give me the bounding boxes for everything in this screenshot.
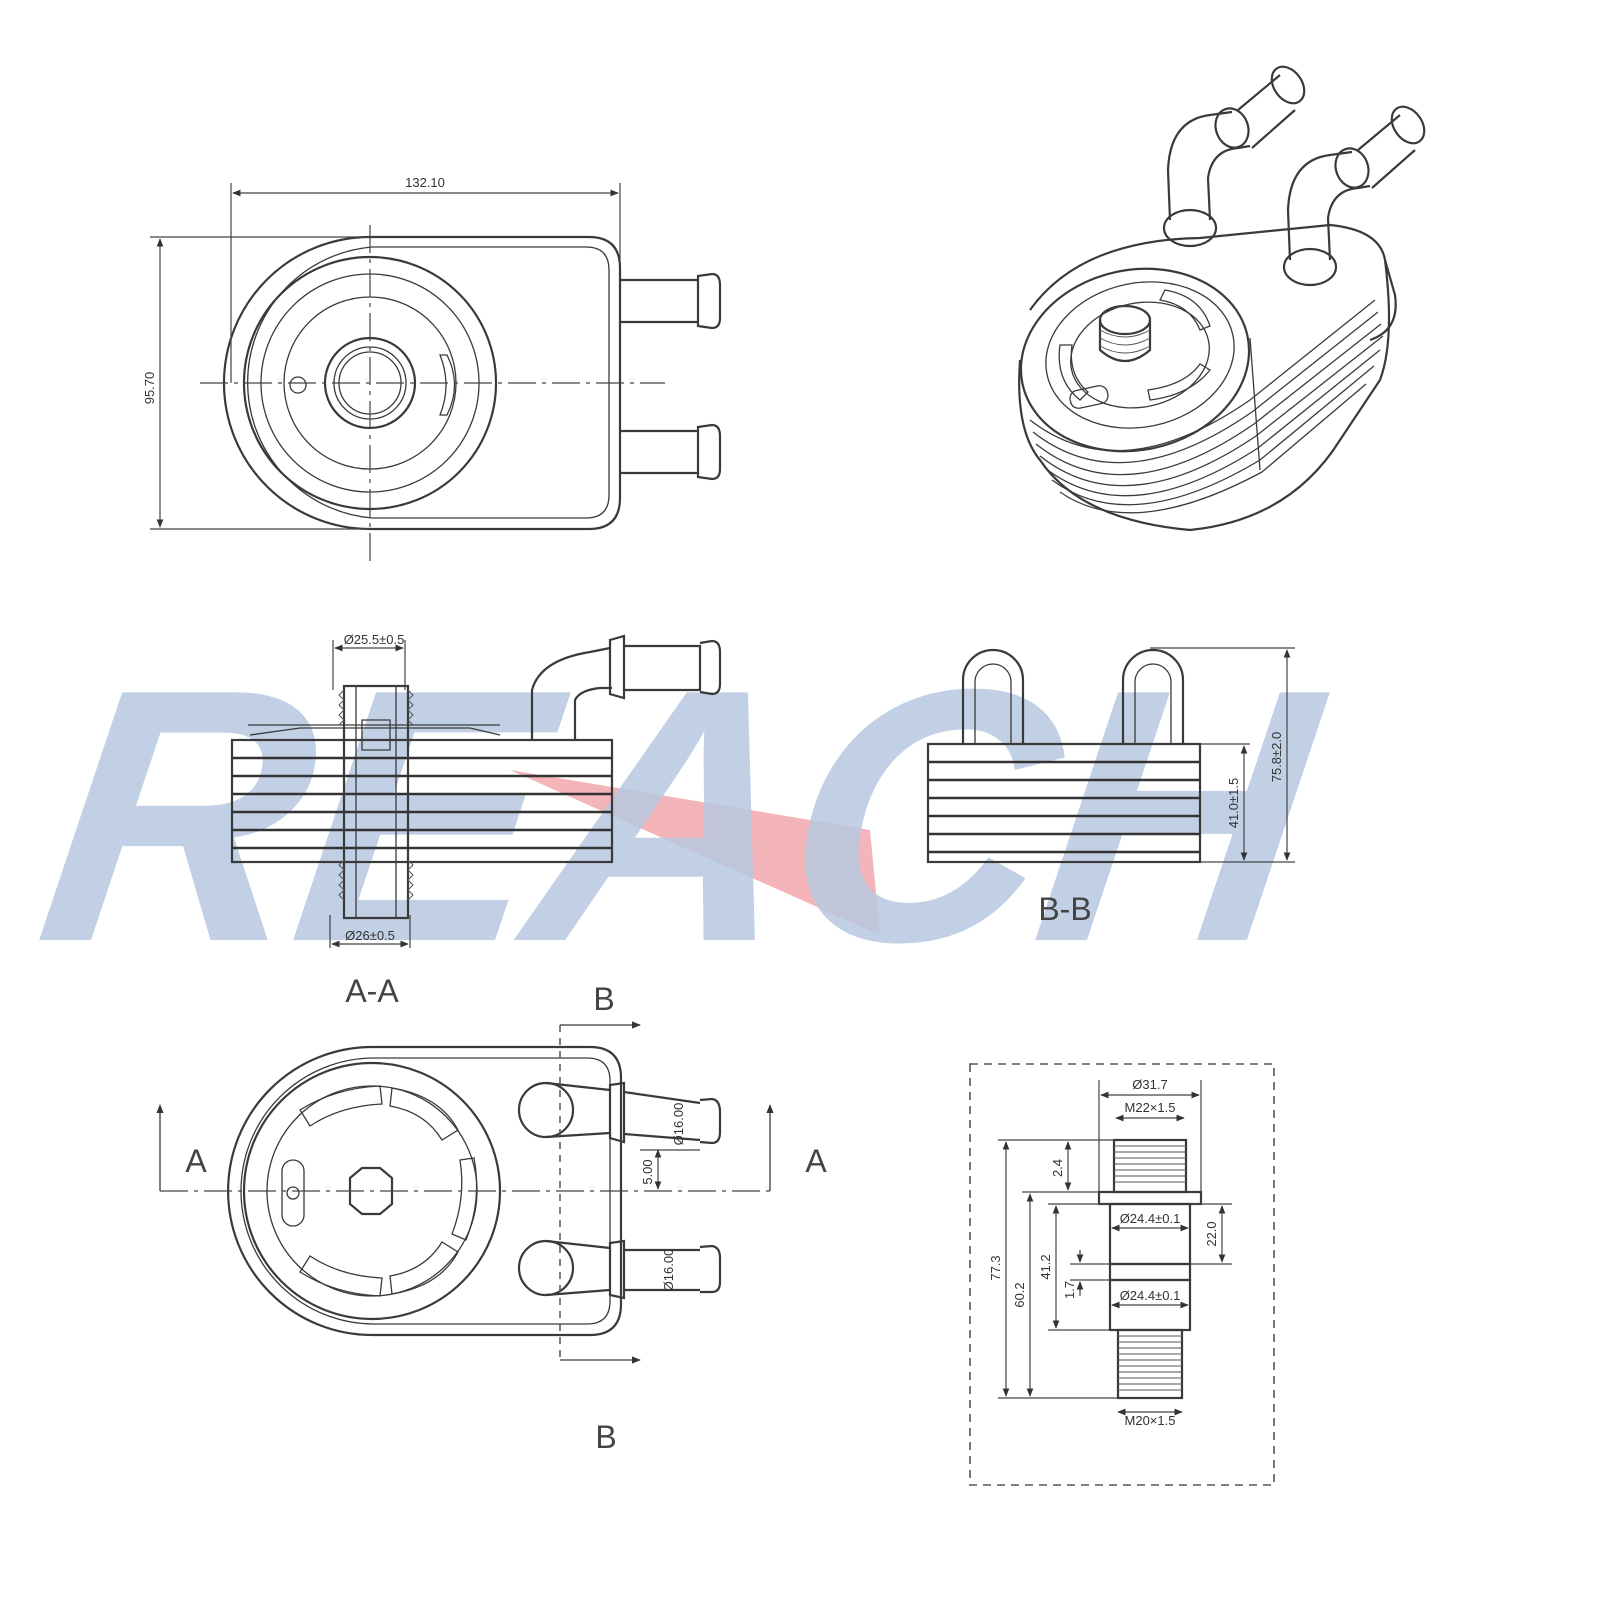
- bolt-2-4-dimension: 2.4: [1050, 1159, 1065, 1177]
- bottom-pipe-bottom-dimension: Ø16.00: [661, 1249, 676, 1292]
- width-dimension: 132.10: [405, 175, 445, 190]
- aa-bottom-dimension: Ø26±0.5: [345, 928, 395, 943]
- bolt-22-dimension: 22.0: [1204, 1221, 1219, 1246]
- bottom-pipe-top-dimension: Ø16.00: [671, 1103, 686, 1146]
- bolt-head-dimension: Ø31.7: [1132, 1077, 1167, 1092]
- bolt-detail: Ø31.7 M22×1.5 M20×1.5 Ø24.4±0.1 Ø24.4±0.…: [969, 1063, 1275, 1486]
- height-dimension: 95.70: [142, 372, 157, 405]
- bolt-thread-bottom: M20×1.5: [1125, 1413, 1176, 1428]
- bottom-view: A A B B 5.00 Ø16.00 Ø16.00: [156, 981, 827, 1455]
- bolt-collar-top-dimension: Ø24.4±0.1: [1120, 1211, 1181, 1226]
- front-view: 132.10 95.70: [142, 175, 722, 565]
- bolt-1-7-dimension: 1.7: [1062, 1281, 1077, 1299]
- bottom-label-a-right: A: [805, 1143, 827, 1179]
- bolt-77-3-dimension: 77.3: [988, 1255, 1003, 1280]
- bolt-detail-frame: [969, 1063, 1275, 1486]
- bottom-label-b-bottom: B: [595, 1419, 616, 1455]
- bottom-label-b-top: B: [593, 981, 614, 1017]
- bb-core-dimension: 41.0±1.5: [1226, 778, 1241, 829]
- section-b-b: 75.8±2.0 41.0±1.5 B-B: [926, 647, 1295, 927]
- bb-overall-dimension: 75.8±2.0: [1269, 732, 1284, 783]
- section-bb-label: B-B: [1038, 891, 1091, 927]
- bolt-collar-bottom-dimension: Ø24.4±0.1: [1120, 1288, 1181, 1303]
- section-aa-label: A-A: [345, 973, 399, 1009]
- bolt-41-2-dimension: 41.2: [1038, 1254, 1053, 1279]
- aa-top-dimension: Ø25.5±0.5: [344, 632, 405, 647]
- isometric-view: [1018, 65, 1426, 532]
- bolt-thread-top: M22×1.5: [1125, 1100, 1176, 1115]
- section-a-a: Ø25.5±0.5 Ø26±0.5 A-A: [230, 632, 722, 1009]
- bottom-offset-dimension: 5.00: [640, 1159, 655, 1184]
- bolt-60-2-dimension: 60.2: [1012, 1282, 1027, 1307]
- bottom-label-a-left: A: [185, 1143, 207, 1179]
